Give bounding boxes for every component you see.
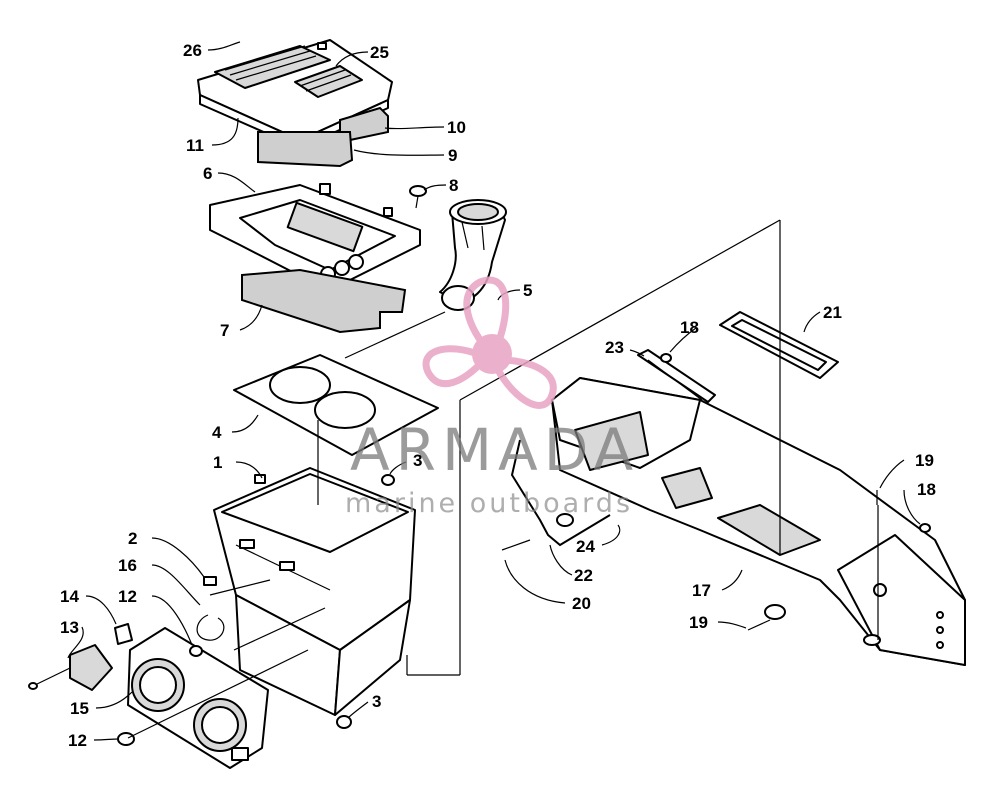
callout-13: 13 [60,618,79,637]
airbox-housing-part [213,467,416,716]
console-housing-17 [551,377,966,666]
callout-5: 5 [523,281,532,300]
gasket-plate-4 [233,354,439,456]
callout-9: 9 [448,146,457,165]
clip-24 [556,513,574,527]
assembly-guide-lines [127,219,879,739]
callout-14: 14 [60,587,79,606]
foam-filter-9 [257,131,354,168]
callout-15: 15 [70,699,89,718]
bracket-14 [69,623,133,691]
callout-3-top: 3 [413,451,422,470]
grommet-3-top [381,474,395,486]
intake-elbow-part [439,199,507,311]
callout-20: 20 [572,594,591,613]
callout-10: 10 [447,118,466,137]
hose-16 [196,614,225,641]
callout-21: 21 [823,303,842,322]
rod-22 [510,439,611,547]
callout-2: 2 [128,529,137,548]
grommet-3-bottom [336,715,352,729]
cap-12-upper [189,645,203,657]
foam-filter-7 [241,268,407,334]
callout-7: 7 [220,321,229,340]
callout-12-upper: 12 [118,587,137,606]
callout-11: 11 [186,136,204,155]
screw-19-bottom [747,619,771,631]
callout-numbers: 26 25 11 10 9 6 8 7 5 4 1 3 2 16 12 14 1… [60,41,936,750]
callout-25: 25 [370,43,389,62]
callout-18-top: 18 [680,318,699,337]
callout-23: 23 [605,338,624,357]
callout-1: 1 [213,453,222,472]
armada-watermark-logo: ARMADA marine outboards [345,276,639,519]
filter-tray-part [209,183,421,291]
watermark-title: ARMADA [350,416,639,484]
callout-4: 4 [212,423,222,442]
bolt-13 [28,667,71,690]
strap-23 [637,349,716,403]
callout-leaders [67,41,921,741]
callout-17: 17 [692,581,711,600]
dual-port-inlet-15 [127,627,269,769]
grommet-2 [203,576,217,586]
callout-8: 8 [449,176,458,195]
callout-3-bottom: 3 [372,692,381,711]
callout-18-right: 18 [917,480,936,499]
callout-22: 22 [574,566,593,585]
nut-18-top [660,353,672,363]
propeller-logo-mark [422,276,557,409]
callout-19-bottom: 19 [689,613,708,632]
callout-12-lower: 12 [68,731,87,750]
cap-12-lower [117,732,135,746]
nut-18-right [919,523,931,533]
callout-6: 6 [203,164,212,183]
gasket-frame-21 [719,311,839,379]
watermark-subtitle: marine outboards [345,488,633,519]
callout-16: 16 [118,556,137,575]
callout-24: 24 [576,537,595,556]
top-cover-part [197,39,393,149]
callout-19-top: 19 [915,451,934,470]
screw-20 [501,539,531,551]
callout-26: 26 [183,41,202,60]
fastener-8 [409,185,427,209]
